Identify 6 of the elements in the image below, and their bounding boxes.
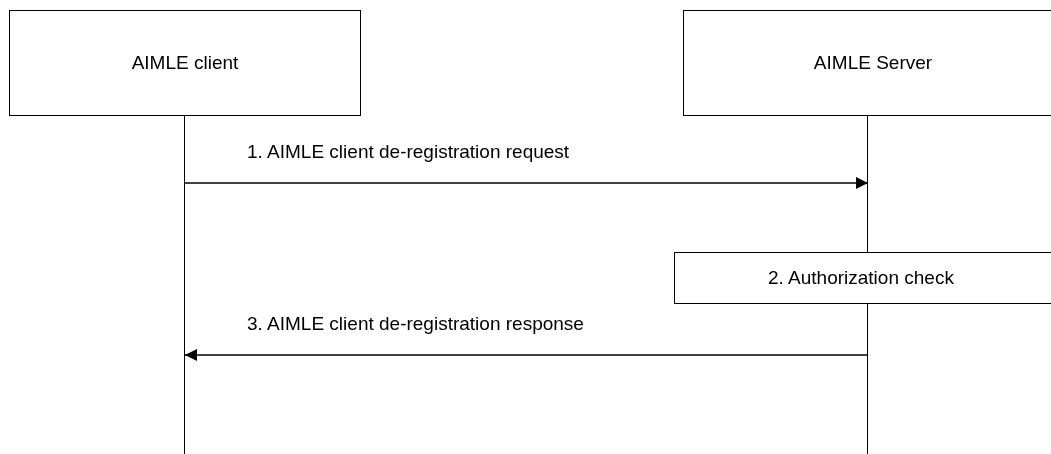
message-arrow (184, 177, 869, 189)
participant-name: AIMLE Server (813, 52, 933, 74)
action-label: 2. Authorization check (768, 267, 954, 289)
participant-name: AIMLE client (131, 52, 239, 74)
message-arrow (184, 349, 869, 361)
action-box (674, 252, 1051, 304)
